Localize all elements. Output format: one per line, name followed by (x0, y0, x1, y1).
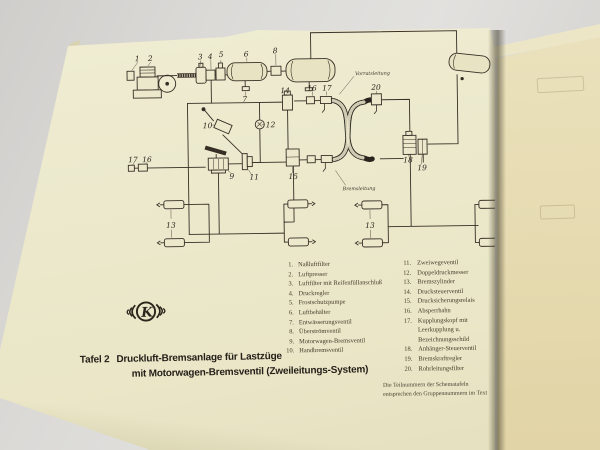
leader-lines (131, 54, 423, 238)
show-through-mark (536, 75, 585, 94)
legend-item-number: 14. (403, 288, 412, 296)
part-number: 2 (147, 54, 153, 63)
part-number: 7 (242, 95, 247, 104)
coiled-hoses (329, 97, 375, 163)
part-number: 11 (249, 172, 259, 181)
part-number: 4 (207, 52, 213, 61)
component-symbols (126, 52, 495, 248)
supply-line-label: Vorratsleitung (355, 71, 390, 77)
show-through-mark (539, 204, 576, 220)
part-number: 13 (166, 221, 176, 230)
knorr-logo: K (126, 301, 166, 322)
legend-item-number: 5. (288, 299, 294, 307)
legend-item-number: 13. (403, 278, 412, 286)
legend-item-number: 12. (403, 269, 412, 277)
part-number: 17 (322, 83, 332, 92)
legend-item-number: 8. (289, 328, 295, 336)
part-number: 16 (142, 155, 152, 164)
plate-title-line2: mit Motorwagen-Bremsventil (Zweileitungs… (131, 364, 369, 380)
plate-number: Tafel 2 (79, 354, 110, 366)
legend-item-number: 6. (288, 309, 294, 317)
part-number: 20 (370, 83, 381, 92)
brake-system-schematic: 1 2 3 4 5 6 7 8 9 10 11 12 13 13 14 15 1… (126, 30, 495, 248)
legend-item-number: 19. (404, 355, 413, 363)
part-number: 16 (307, 84, 317, 93)
legend-item-number: 11. (403, 259, 412, 267)
part-number: 3 (198, 52, 203, 61)
legend-item-number: 16. (403, 307, 412, 315)
part-number: 10 (203, 121, 213, 130)
legend-item-label-line1: Kupplungskopf mit Leerkupplung u. (417, 316, 468, 334)
part-numbers: 1 2 3 4 5 6 7 8 9 10 11 12 13 13 14 15 1… (128, 46, 427, 230)
legend-item-number: 2. (288, 270, 294, 279)
plate-title: Druckluft-Bremsanlage für Lastzüge mit M… (116, 347, 368, 382)
footnote: Die Teilnummern der Schematafeln entspre… (383, 380, 495, 399)
legend-column-right: 11.Zweiwegeventil 12.Doppeldruckmesser 1… (398, 257, 495, 374)
part-number: 9 (229, 172, 234, 181)
part-number: 17 (128, 155, 138, 164)
plate-caption: Tafel 2 Druckluft-Bremsanlage für Lastzü… (80, 347, 369, 383)
legend-item-number: 9. (289, 338, 295, 346)
legend-item: 17. Kupplungskopf mit Leerkupplung u.Beze… (399, 315, 495, 345)
part-number: 18 (403, 155, 413, 164)
legend-item-number: 17. (403, 317, 412, 325)
part-number: 19 (417, 163, 427, 172)
part-number: 5 (219, 50, 224, 59)
part-number: 8 (273, 46, 278, 55)
legend-item-number: 4. (288, 290, 294, 298)
part-number: 15 (288, 172, 298, 181)
legend-item-number: 1. (288, 261, 294, 269)
part-number: 14 (280, 86, 290, 95)
legend-item: 20.Rohrleitungsfilter (399, 363, 495, 374)
logo-letter: K (140, 304, 155, 320)
legend-item-number: 3. (288, 280, 294, 288)
legend-column-left: 1.Naßluftfilter 2.Luftpresser 3.Luftfilt… (282, 259, 389, 356)
legend-item-label: Kupplungskopf mit Leerkupplung u.Bezeich… (417, 315, 495, 345)
line-labels: Vorratsleitung Bremsleitung (342, 71, 390, 193)
footnote-line2: entsprechen den Gruppennummern im Text (383, 390, 488, 398)
page-gap-shadow (488, 30, 506, 450)
part-number: 1 (135, 54, 140, 63)
part-number: 6 (244, 50, 249, 59)
legend-item-number: 18. (404, 346, 413, 354)
legend-item-number: 7. (289, 318, 294, 326)
part-number: 12 (266, 120, 276, 129)
legend-item-number: 15. (403, 298, 412, 306)
part-number: 13 (365, 221, 375, 230)
brake-line-label: Bremsleitung (342, 186, 376, 192)
legend-item-number: 20. (404, 365, 413, 373)
